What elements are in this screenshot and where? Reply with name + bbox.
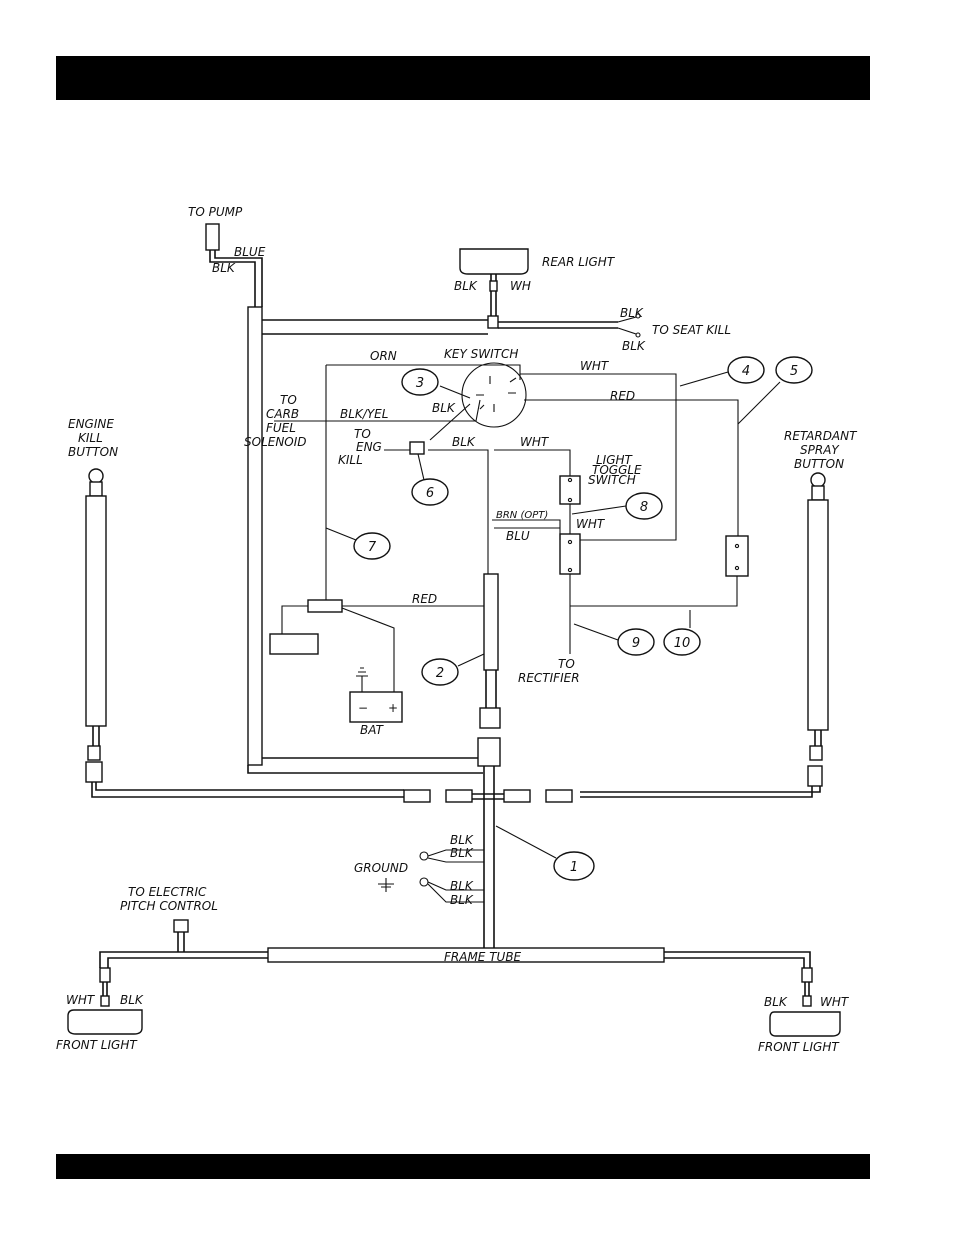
engine-kill-button [85, 468, 404, 798]
label-rectifier: RECTIFIER [518, 671, 580, 685]
seat-kill-harness [262, 313, 641, 338]
label-blu: BLU [506, 529, 530, 543]
solenoid-and-battery [269, 599, 484, 723]
label-fl-right-wht: WHT [820, 995, 850, 1009]
label-key-switch: KEY SWITCH [444, 347, 518, 361]
main-harness-left [247, 306, 483, 774]
label-to-seat-kill: TO SEAT KILL [652, 323, 731, 337]
callout-6: 6 [426, 486, 434, 501]
label-light: LIGHT [596, 453, 634, 467]
label-orn: ORN [370, 349, 397, 363]
label-blk-seat-2: BLK [622, 339, 646, 353]
callouts: 1 2 3 4 5 6 7 8 9 10 [325, 356, 813, 881]
label-spray: SPRAY [800, 443, 840, 457]
label-g-blk-2: BLK [450, 846, 474, 860]
label-pitch-control: PITCH CONTROL [120, 899, 218, 913]
label-fl-right-blk: BLK [764, 995, 788, 1009]
label-to-electric: TO ELECTRIC [128, 885, 207, 899]
label-bat: BAT [360, 723, 385, 737]
callout-7: 7 [368, 540, 377, 555]
label-blk-seat-1: BLK [620, 306, 644, 320]
callout-3: 3 [416, 376, 424, 391]
front-light-right [769, 995, 841, 1037]
label-to-pump: TO PUMP [188, 205, 243, 219]
label-carb: CARB [266, 407, 299, 421]
retardant-spray-button [580, 472, 829, 798]
label-fuel: FUEL [266, 421, 296, 435]
light-toggle-switch [492, 475, 581, 654]
label-rear-blk: BLK [454, 279, 478, 293]
label-red-key: RED [610, 389, 635, 403]
label-blk-key: BLK [432, 401, 456, 415]
rear-light [459, 248, 529, 329]
center-harness [477, 573, 501, 950]
callout-1: 1 [570, 860, 578, 875]
callout-5: 5 [790, 364, 798, 379]
key-switch [461, 362, 527, 428]
label-engine: ENGINE [68, 417, 114, 431]
key-switch-wiring [274, 364, 739, 600]
label-blue: BLUE [234, 245, 266, 259]
label-wht-brn: WHT [576, 517, 606, 531]
label-to-rect: TO [558, 657, 575, 671]
label-g-blk-1: BLK [450, 833, 474, 847]
label-bat-minus: − [358, 701, 368, 715]
label-blk-pump: BLK [212, 261, 236, 275]
label-brn-opt: BRN (OPT) [496, 510, 548, 521]
label-wht-toggle: WHT [520, 435, 550, 449]
label-frame-tube: FRAME TUBE [444, 950, 522, 964]
label-ground: GROUND [354, 861, 408, 875]
label-rear-light: REAR LIGHT [542, 255, 616, 269]
label-front-light-right: FRONT LIGHT [758, 1040, 840, 1054]
callout-10: 10 [674, 636, 691, 651]
label-to-eng-2: ENG [356, 440, 382, 454]
callout-8: 8 [640, 500, 648, 515]
label-solenoid: SOLENOID [244, 435, 307, 449]
label-rear-wh: WH [510, 279, 531, 293]
cross-harness-connectors [403, 789, 573, 803]
label-blk-yel: BLK/YEL [340, 407, 388, 421]
label-engine-kill: KILL [78, 431, 103, 445]
retardant-switch-box [570, 535, 749, 607]
label-g-blk-3: BLK [450, 879, 474, 893]
label-to: TO [280, 393, 297, 407]
frame-tube [99, 919, 813, 996]
label-front-light-left: FRONT LIGHT [56, 1038, 138, 1052]
header-bar [56, 56, 870, 100]
label-g-blk-4: BLK [450, 893, 474, 907]
label-retardant: RETARDANT [784, 429, 858, 443]
label-to-eng-1: TO [354, 427, 371, 441]
ground-connections [378, 849, 484, 903]
label-to-eng-3: KILL [338, 453, 363, 467]
label-toggle: TOGGLE [592, 463, 642, 477]
label-bat-plus: + [388, 701, 398, 715]
callout-2: 2 [436, 666, 444, 681]
footer-bar [56, 1154, 870, 1179]
labels: TO PUMP BLUE BLK REAR LIGHT BLK WH BLK T… [56, 205, 858, 1054]
front-light-left [67, 995, 143, 1035]
callout-4: 4 [742, 364, 750, 379]
label-wht-key: WHT [580, 359, 610, 373]
label-switch: SWITCH [588, 473, 636, 487]
label-ret-button: BUTTON [794, 457, 844, 471]
label-fl-left-wht: WHT [66, 993, 96, 1007]
label-red-main: RED [412, 592, 437, 606]
label-blk-eng: BLK [452, 435, 476, 449]
callout-9: 9 [632, 636, 640, 651]
pump-connector [205, 223, 263, 307]
label-fl-left-blk: BLK [120, 993, 144, 1007]
label-engine-button: BUTTON [68, 445, 118, 459]
